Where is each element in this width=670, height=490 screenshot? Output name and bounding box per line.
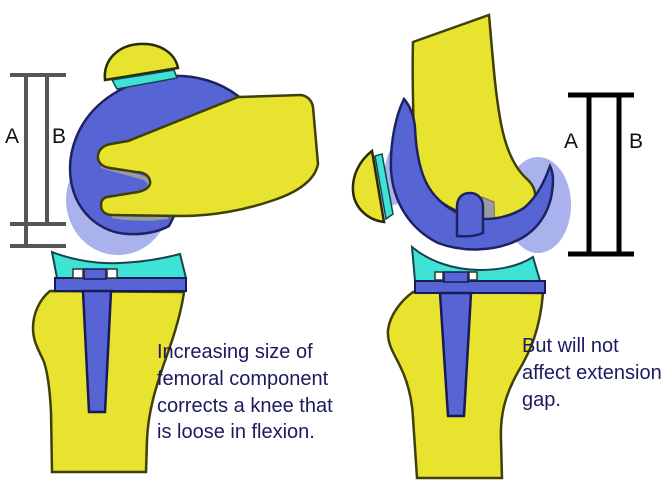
patella <box>103 42 180 82</box>
caption-line: femoral component <box>157 368 329 390</box>
femur-bone <box>96 93 320 218</box>
tibial-tray <box>54 277 187 292</box>
tibial-tray <box>414 280 546 294</box>
left-label-a: A <box>5 125 19 148</box>
tibial-stem <box>438 291 473 418</box>
left-caption: Increasing size of femoral component cor… <box>157 341 333 443</box>
cam-prong <box>455 191 485 238</box>
caption-line: Increasing size of <box>157 341 313 363</box>
left-gap-bracket <box>10 73 66 248</box>
femur-bone <box>411 13 537 220</box>
right-label-a: A <box>564 130 578 153</box>
right-label-b: B <box>629 130 643 153</box>
tibial-tray-tab <box>443 271 469 283</box>
caption-line: gap. <box>522 389 561 411</box>
tibia-bone <box>31 289 186 474</box>
patellar-button <box>110 69 179 90</box>
left-label-b: B <box>52 125 66 148</box>
tray-notch-right <box>106 268 118 279</box>
caption-line: But will not <box>522 335 619 357</box>
right-knee-extension <box>351 13 571 480</box>
left-knee-flexion <box>31 42 320 474</box>
tray-notch-left <box>434 271 444 281</box>
caption-line: affect extension <box>522 362 662 384</box>
caption-line: corrects a knee that <box>157 395 333 417</box>
tibial-tray-tab <box>83 268 107 280</box>
tray-notch-left <box>72 268 84 279</box>
femoral-component <box>389 96 555 251</box>
tray-notch-right <box>468 271 478 281</box>
right-caption: But will not affect extension gap. <box>522 335 662 411</box>
patella <box>351 148 386 224</box>
tibial-stem <box>81 289 113 414</box>
patellar-button <box>374 153 394 221</box>
right-gap-bracket <box>568 92 634 257</box>
jaw-shadow <box>111 214 169 221</box>
caption-line: is loose in flexion. <box>157 421 315 443</box>
tibial-insert <box>50 250 188 279</box>
